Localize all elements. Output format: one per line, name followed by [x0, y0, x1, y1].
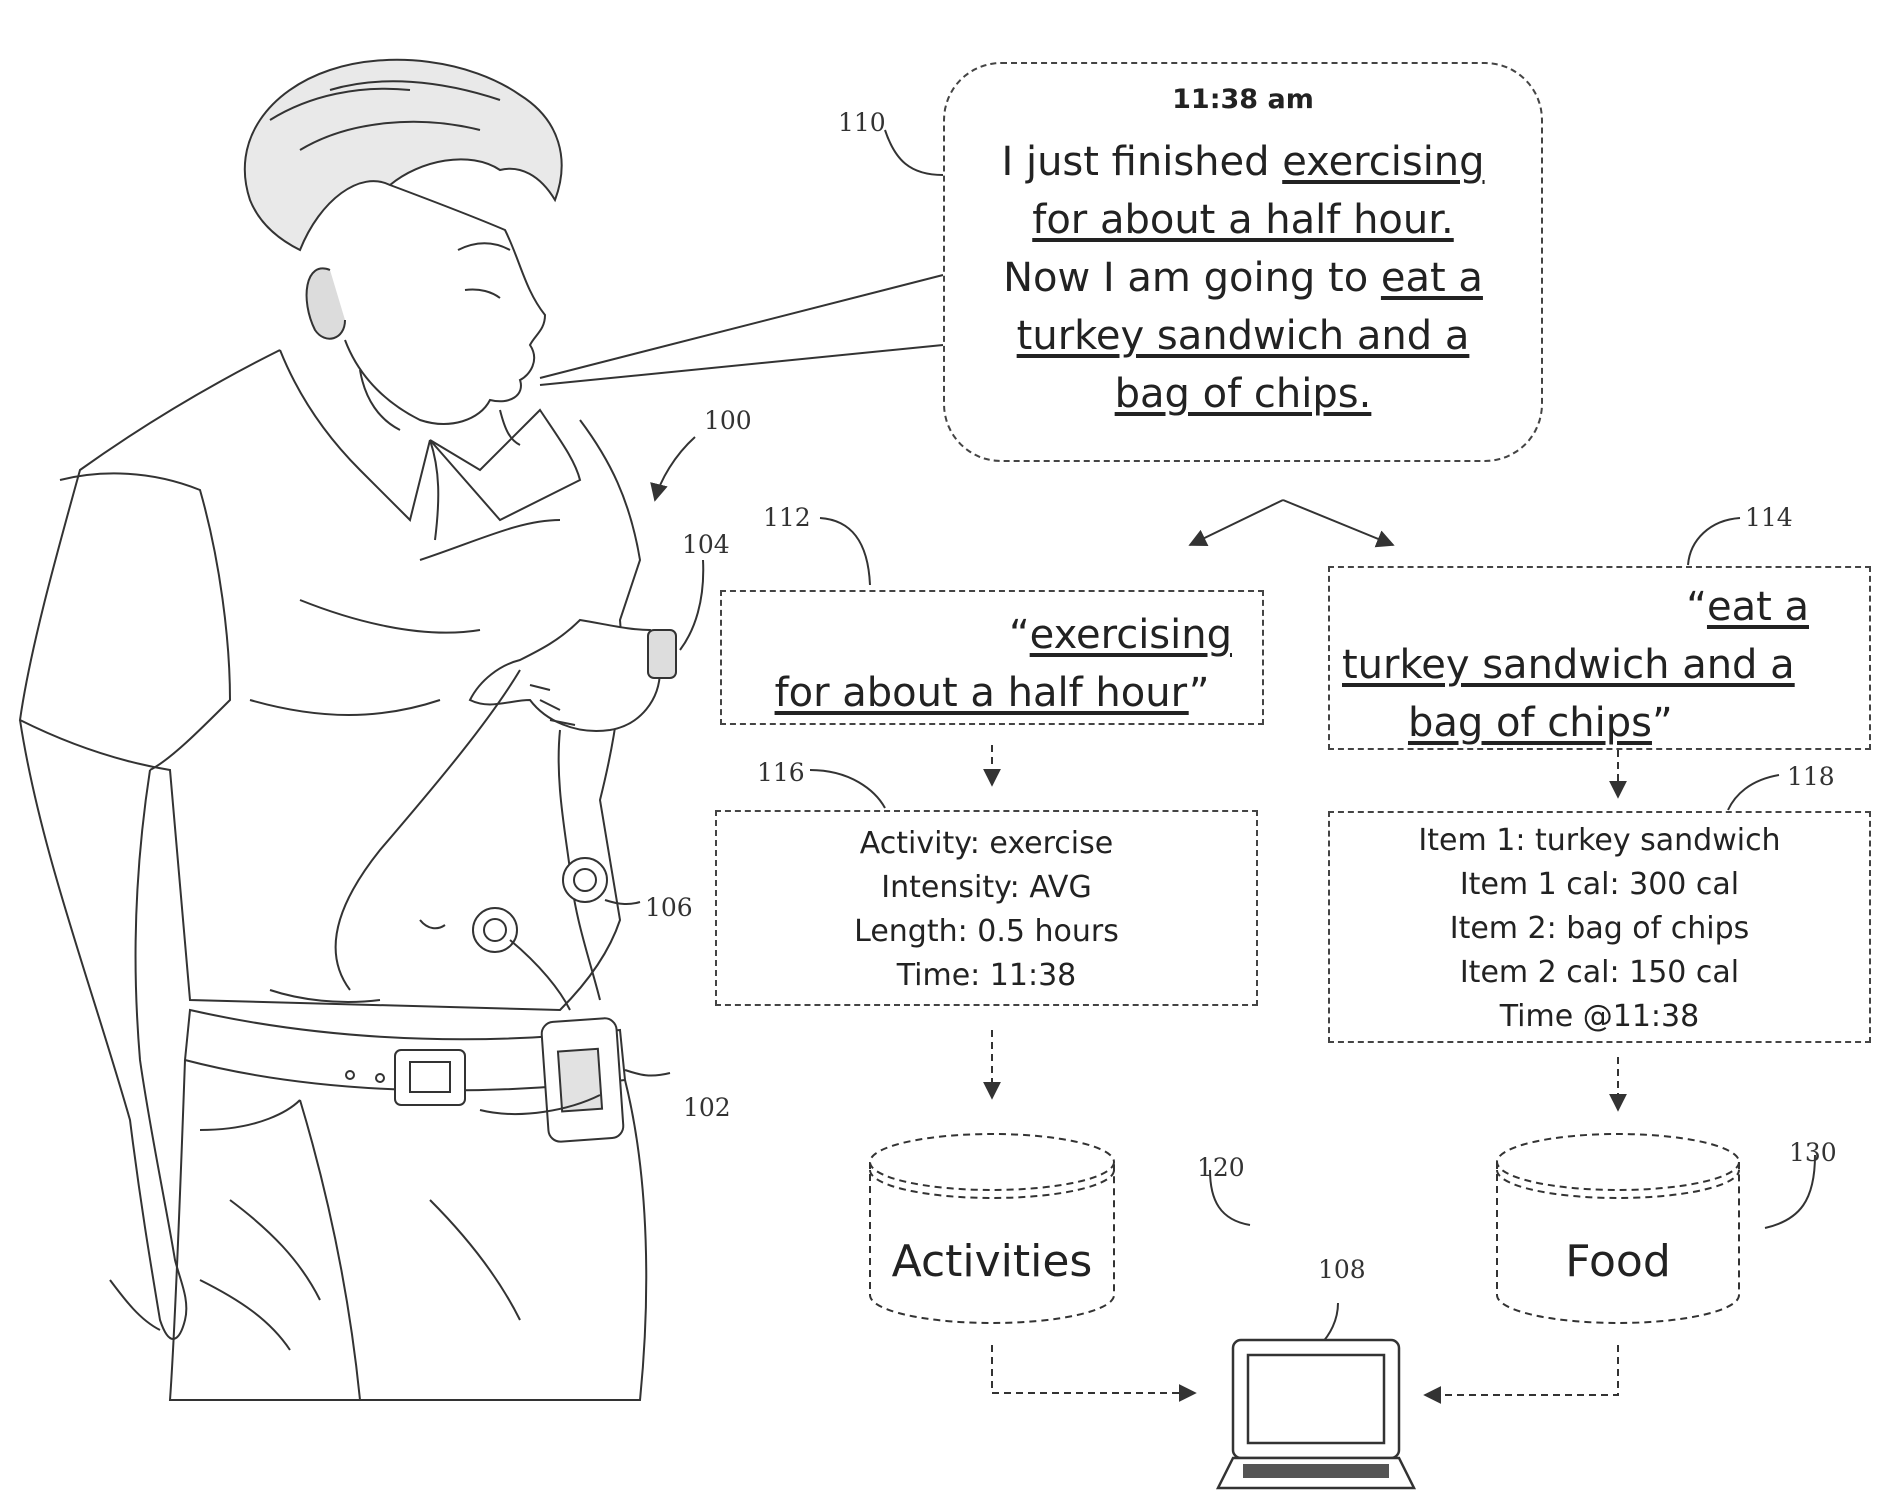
laptop-icon: [1218, 1340, 1414, 1488]
speech-bubble: 11:38 am I just finished exercising for …: [943, 62, 1543, 462]
activity-phrase-box: “exercising for about a half hour”: [720, 590, 1264, 725]
activity-record-box: Activity: exercise Intensity: AVG Length…: [715, 810, 1258, 1006]
ref-116: 116: [757, 758, 805, 787]
ref-114: 114: [1745, 503, 1793, 532]
activity-record-line: Activity: exercise: [717, 822, 1256, 866]
activity-record-line: Time: 11:38: [717, 954, 1256, 998]
activities-db-cylinder: [870, 1134, 1114, 1323]
ref-120: 120: [1197, 1153, 1245, 1182]
ref-118: 118: [1787, 762, 1835, 791]
person-illustration: [20, 60, 676, 1400]
food-phrase-line-1: “eat a: [1330, 578, 1869, 636]
food-record-line: Item 2 cal: 150 cal: [1330, 951, 1869, 995]
food-record-line: Item 2: bag of chips: [1330, 907, 1869, 951]
speech-line-1: I just finished exercising: [945, 133, 1541, 191]
food-db-label: Food: [1497, 1236, 1739, 1287]
ref-108: 108: [1318, 1255, 1366, 1284]
ref-102: 102: [683, 1093, 731, 1122]
food-phrase-line-3: bag of chips”: [1330, 694, 1869, 752]
ref-106: 106: [645, 893, 693, 922]
ref-112: 112: [763, 503, 811, 532]
food-record-line: Time @11:38: [1330, 995, 1869, 1039]
food-db-cylinder: [1497, 1134, 1739, 1323]
activity-phrase-line-1: “exercising: [722, 606, 1262, 664]
food-record-line: Item 1 cal: 300 cal: [1330, 863, 1869, 907]
activities-db-label: Activities: [870, 1236, 1114, 1287]
ref-104: 104: [682, 530, 730, 559]
activity-record-line: Intensity: AVG: [717, 866, 1256, 910]
ref-130: 130: [1789, 1138, 1837, 1167]
activity-record-line: Length: 0.5 hours: [717, 910, 1256, 954]
food-phrase-line-2: turkey sandwich and a: [1330, 636, 1869, 694]
ref-100: 100: [704, 406, 752, 435]
speech-line-3: Now I am going to eat a: [945, 249, 1541, 307]
food-record-line: Item 1: turkey sandwich: [1330, 819, 1869, 863]
food-phrase-box: “eat a turkey sandwich and a bag of chip…: [1328, 566, 1871, 750]
speech-line-4: turkey sandwich and a: [945, 307, 1541, 365]
speech-pointer: [540, 275, 943, 385]
food-record-box: Item 1: turkey sandwich Item 1 cal: 300 …: [1328, 811, 1871, 1043]
speech-line-2: for about a half hour.: [945, 191, 1541, 249]
speech-time: 11:38 am: [945, 84, 1541, 115]
activity-phrase-line-2: for about a half hour”: [722, 664, 1262, 722]
speech-line-5: bag of chips.: [945, 365, 1541, 423]
ref-110: 110: [838, 108, 886, 137]
